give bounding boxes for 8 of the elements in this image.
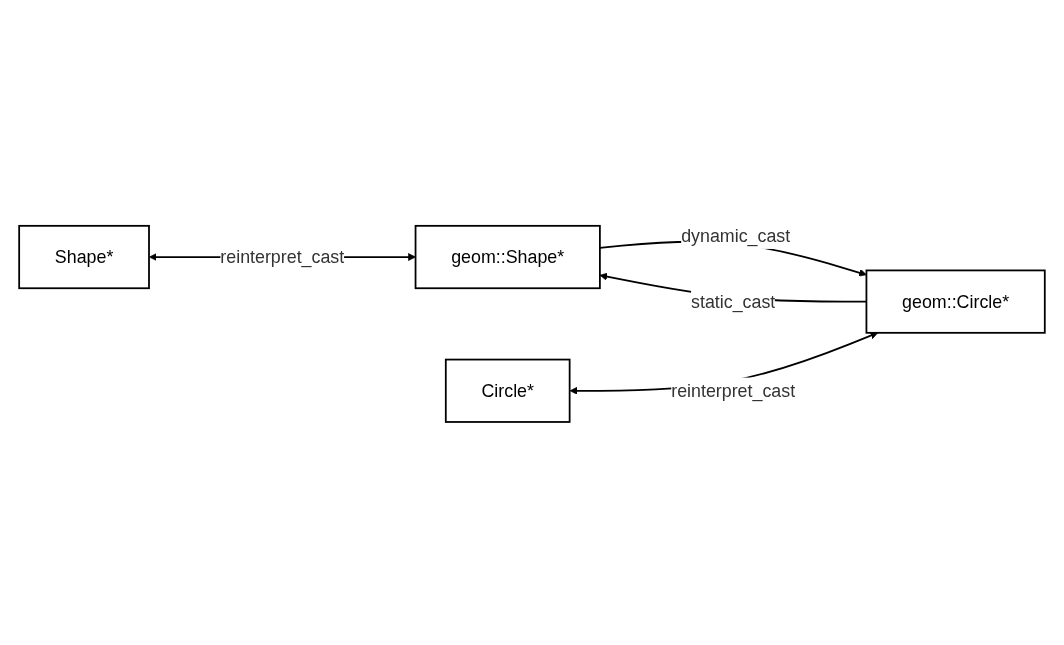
edge-label: reinterpret_cast [671, 381, 796, 402]
node-box: Shape* [18, 225, 150, 290]
node-box: Circle* [444, 359, 571, 424]
node-box: geom::Circle* [865, 269, 1046, 335]
node-box: geom::Shape* [414, 225, 601, 290]
edge-label: reinterpret_cast [220, 247, 345, 268]
edge-label: dynamic_cast [681, 226, 791, 246]
edge-label: static_cast [691, 292, 776, 312]
